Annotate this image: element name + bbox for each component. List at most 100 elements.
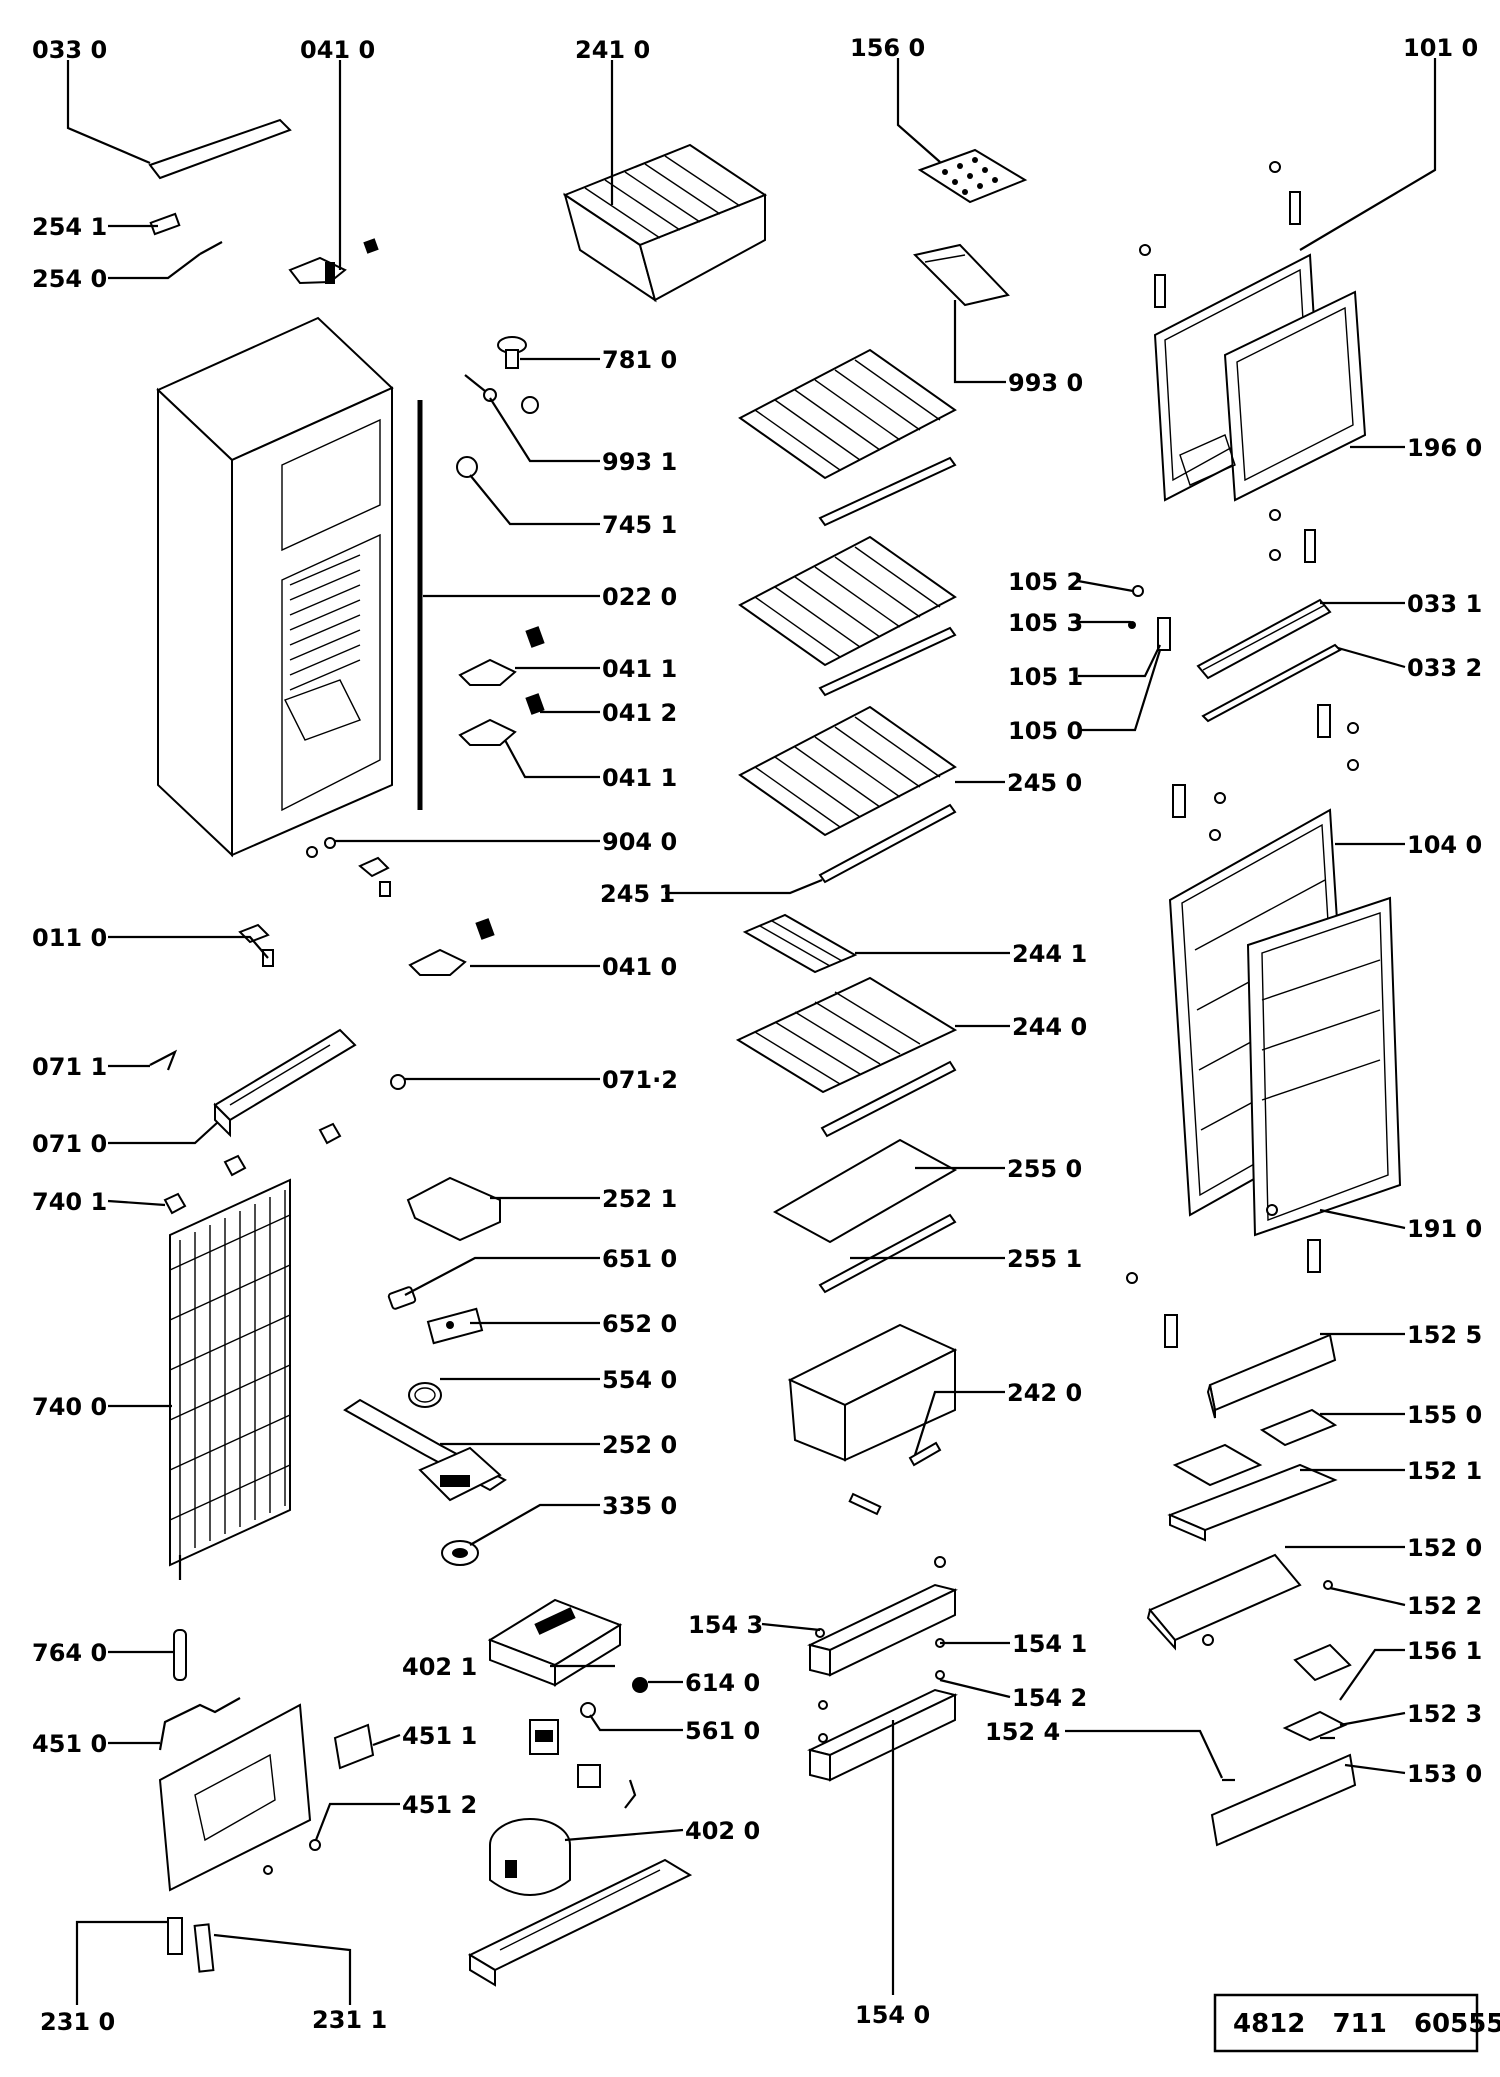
label-041-1-b: 041 1: [602, 764, 677, 792]
part-191-0-door-gasket: [1246, 896, 1402, 1237]
part-153-0-door-shelf: [1210, 1753, 1357, 1847]
part-152-0-door-shelf: [1146, 1553, 1302, 1651]
label-041-2: 041 2: [602, 699, 677, 727]
label-255-0: 255 0: [1007, 1155, 1082, 1183]
part-154-door-bins: [807, 1556, 958, 1782]
label-242-0: 242 0: [1007, 1379, 1082, 1407]
part-781-0-knob: [497, 336, 527, 369]
label-993-0: 993 0: [1008, 369, 1083, 397]
label-153-0: 153 0: [1407, 1760, 1482, 1788]
label-254-1: 254 1: [32, 213, 107, 241]
label-402-0: 402 0: [685, 1817, 760, 1845]
part-993-0: [913, 243, 1010, 307]
label-041-0-top: 041 0: [300, 36, 375, 64]
label-071-2: 071·2: [602, 1066, 678, 1094]
part-255-0-glass-shelf: [772, 1138, 958, 1294]
label-764-0: 764 0: [32, 1639, 107, 1667]
part-041-1-hinges: [458, 626, 545, 746]
part-402-0-compressor: [489, 1818, 571, 1896]
part-156-0-ice-tray: [917, 148, 1028, 204]
label-154-1: 154 1: [1012, 1630, 1087, 1658]
label-033-2: 033 2: [1407, 654, 1482, 682]
part-relay-block: [529, 1719, 637, 1809]
part-base-tray: [467, 1858, 693, 1987]
label-451-0: 451 0: [32, 1730, 107, 1758]
label-652-0: 652 0: [602, 1310, 677, 1338]
label-152-4: 152 4: [985, 1718, 1060, 1746]
part-740-1-clips: [163, 1122, 342, 1215]
part-904-0-feet: [306, 837, 391, 897]
label-451-1: 451 1: [402, 1722, 477, 1750]
wire-shelf-2: [738, 535, 957, 697]
label-245-0: 245 0: [1007, 769, 1082, 797]
part-614-561: [580, 1677, 648, 1718]
part-252-0-bracket: [343, 1398, 507, 1502]
part-071-small-parts: [149, 1049, 406, 1090]
label-041-1-a: 041 1: [602, 655, 677, 683]
label-105-2: 105 2: [1008, 568, 1083, 596]
label-740-1: 740 1: [32, 1188, 107, 1216]
part-152-1-door-shelf: [1167, 1463, 1338, 1542]
label-651-0: 651 0: [602, 1245, 677, 1273]
part-254-clips: [149, 212, 223, 255]
part-764-0-dryer: [173, 1629, 187, 1681]
part-242-0-crisper: [787, 1323, 958, 1516]
part-652-0: [426, 1307, 484, 1345]
part-041-0-top-hinge: [288, 238, 379, 285]
reference-number: 4812 711 60555: [1233, 2009, 1500, 2039]
part-152-5-door-shelf: [1206, 1333, 1337, 1419]
label-105-1: 105 1: [1008, 663, 1083, 691]
part-335-0: [441, 1540, 479, 1566]
label-152-3: 152 3: [1407, 1700, 1482, 1728]
part-651-0: [387, 1286, 417, 1310]
label-245-1: 245 1: [600, 880, 675, 908]
part-041-0-mid-hinge: [408, 918, 495, 976]
label-152-5: 152 5: [1407, 1321, 1482, 1349]
label-033-1: 033 1: [1407, 590, 1482, 618]
label-231-1: 231 1: [312, 2006, 387, 2034]
label-781-0: 781 0: [602, 346, 677, 374]
part-245-0-wire-shelves: [738, 348, 957, 884]
label-231-0: 231 0: [40, 2008, 115, 2036]
label-252-0: 252 0: [602, 1431, 677, 1459]
part-156-1-butter: [1282, 1643, 1352, 1742]
part-033-trims: [1196, 598, 1342, 723]
part-252-1-housing: [406, 1176, 501, 1242]
label-156-1: 156 1: [1407, 1637, 1482, 1665]
label-105-0: 105 0: [1008, 717, 1083, 745]
label-252-1: 252 1: [602, 1185, 677, 1213]
label-191-0: 191 0: [1407, 1215, 1482, 1243]
label-740-0: 740 0: [32, 1393, 107, 1421]
part-105-hinge-set: [1128, 585, 1171, 651]
label-071-1: 071 1: [32, 1053, 107, 1081]
parts-drawings: [148, 118, 1402, 1987]
part-244-shelves: [735, 913, 958, 1138]
part-cabinet: [156, 316, 394, 858]
label-335-0: 335 0: [602, 1492, 677, 1520]
label-152-1: 152 1: [1407, 1457, 1482, 1485]
label-041-0-mid: 041 0: [602, 953, 677, 981]
label-154-0: 154 0: [855, 2001, 930, 2029]
label-904-0: 904 0: [602, 828, 677, 856]
label-554-0: 554 0: [602, 1366, 677, 1394]
label-101-0: 101 0: [1403, 34, 1478, 62]
label-071-0: 071 0: [32, 1130, 107, 1158]
part-402-1-cover: [487, 1598, 623, 1687]
part-231-brackets: [167, 1917, 215, 1973]
label-155-0: 155 0: [1407, 1401, 1482, 1429]
label-244-0: 244 0: [1012, 1013, 1087, 1041]
part-451-0-tube: [158, 1697, 241, 1751]
label-152-0: 152 0: [1407, 1534, 1482, 1562]
label-196-0: 196 0: [1407, 434, 1482, 462]
part-554-0-spring: [408, 1382, 442, 1408]
part-door-pins-upper: [1139, 161, 1316, 563]
part-993-1: [464, 374, 539, 414]
part-door-pins-middle: [1172, 704, 1359, 841]
wire-shelf-3: [738, 705, 957, 884]
part-155-0-egg-trays: [1172, 1408, 1338, 1487]
label-614-0: 614 0: [685, 1669, 760, 1697]
label-011-0: 011 0: [32, 924, 107, 952]
part-241-0-freezer-shelf: [562, 143, 768, 303]
part-back-plate: [158, 1703, 312, 1892]
